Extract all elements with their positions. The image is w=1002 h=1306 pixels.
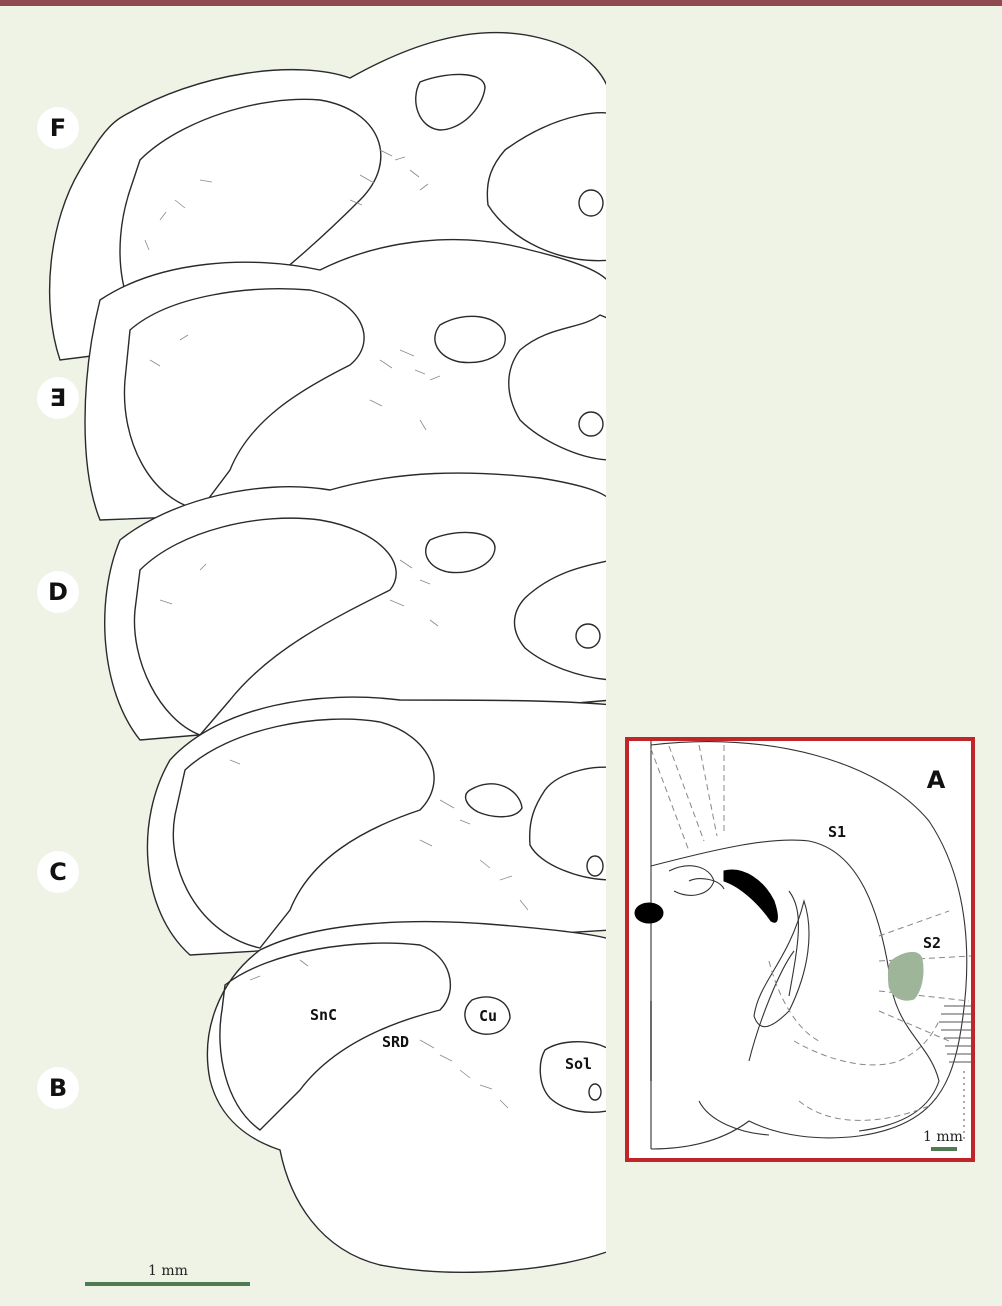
panel-badge-f: F: [37, 107, 79, 149]
label-sol: Sol: [565, 1055, 593, 1073]
section-e: [84, 238, 606, 521]
section-b: [206, 920, 606, 1273]
injection-site: [887, 952, 924, 1001]
main-scale-bar: [85, 1282, 250, 1286]
label-s1: S1: [828, 823, 847, 841]
panel-badge-c: C: [37, 851, 79, 893]
panel-badge-d: D: [37, 571, 79, 613]
main-scale-label: 1 mm: [148, 1263, 188, 1279]
panel-badge-a: A: [915, 759, 957, 801]
label-s2: S2: [923, 934, 942, 952]
label-cu: Cu: [479, 1007, 498, 1025]
label-srd: SRD: [382, 1033, 410, 1051]
section-d: [104, 472, 606, 741]
panel-badge-b: B: [37, 1067, 79, 1109]
top-rule: [0, 0, 1002, 6]
panel-badge-e: E: [37, 377, 79, 419]
fiber-texture: [144, 149, 529, 1109]
coronal-inset: 1 mm S1 S2: [625, 737, 975, 1162]
label-snc: SnC: [310, 1006, 338, 1024]
section-c: [146, 696, 606, 956]
inset-scale-bar: [931, 1147, 957, 1151]
coronal-section: [634, 741, 971, 1150]
inset-scale-label: 1 mm: [923, 1129, 963, 1145]
